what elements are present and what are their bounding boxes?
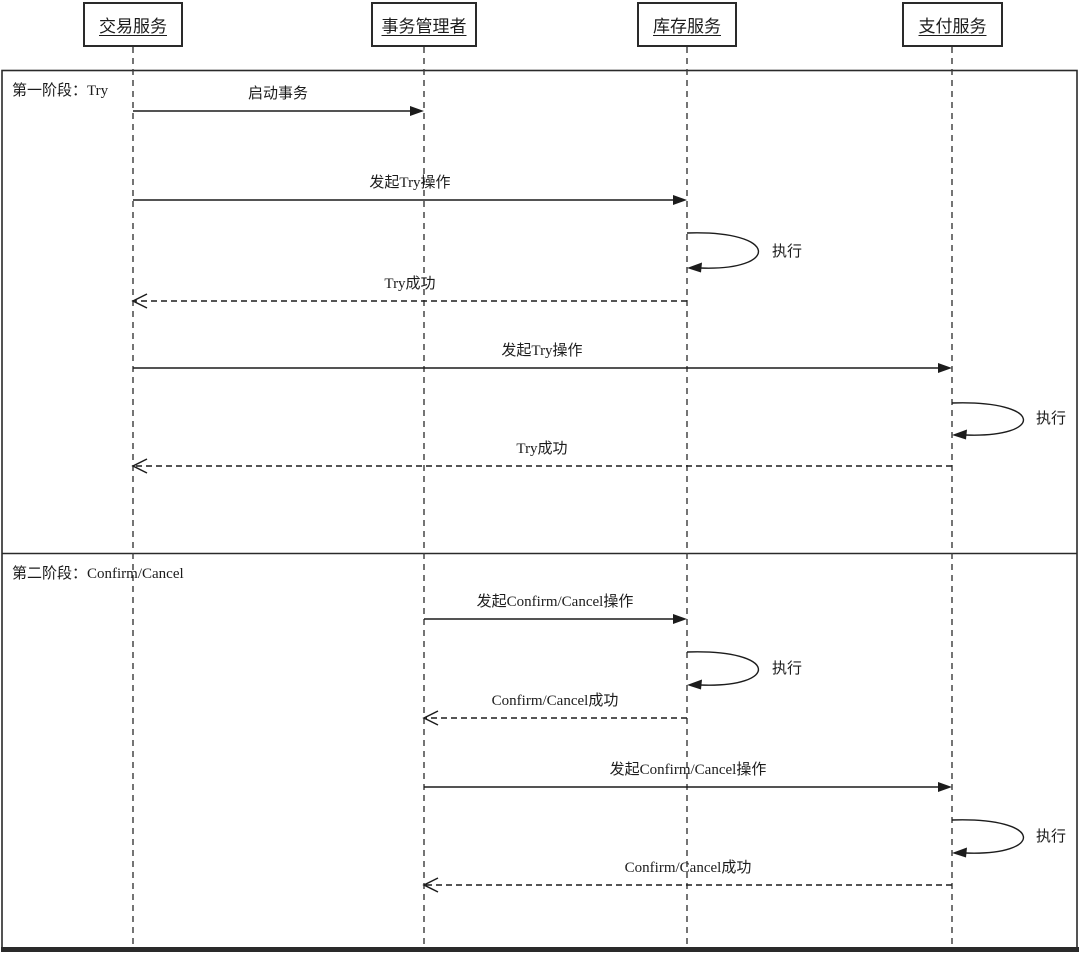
phase-1-label: 第一阶段：Try <box>12 83 109 99</box>
participant-label-transaction-manager: 事务管理者 <box>381 17 467 36</box>
participant-box-transaction-service[interactable]: 交易服务 <box>83 2 183 47</box>
message-9-label: Confirm/Cancel成功 <box>491 693 619 709</box>
participant-label-payment-service: 支付服务 <box>918 17 987 36</box>
phase-frame <box>1 69 1079 952</box>
message-12-arrow <box>422 877 952 893</box>
message-3-label: Try成功 <box>384 276 436 292</box>
message-2-self-loop <box>686 232 760 273</box>
message-5-label: 执行 <box>1036 411 1067 427</box>
message-12-label: Confirm/Cancel成功 <box>624 860 752 876</box>
participant-box-inventory-service[interactable]: 库存服务 <box>637 2 737 47</box>
message-11-self-loop <box>951 819 1025 858</box>
message-0-arrow <box>133 106 424 116</box>
message-0-label: 启动事务 <box>247 86 309 102</box>
phase-2-label: 第二阶段：Confirm/Cancel <box>12 566 184 582</box>
message-3-arrow <box>131 293 687 309</box>
participant-box-payment-service[interactable]: 支付服务 <box>902 2 1003 47</box>
message-7-label: 发起Confirm/Cancel操作 <box>476 594 634 610</box>
message-8-self-loop <box>686 651 760 690</box>
message-8-label: 执行 <box>772 661 803 677</box>
lifelines <box>132 47 953 947</box>
message-9-arrow <box>422 710 687 726</box>
participant-box-transaction-manager[interactable]: 事务管理者 <box>371 2 477 47</box>
message-10-arrow <box>424 782 952 792</box>
message-5-self-loop <box>951 402 1025 440</box>
message-6-arrow <box>131 458 952 474</box>
participant-label-inventory-service: 库存服务 <box>653 17 721 36</box>
message-7-arrow <box>424 614 687 624</box>
message-4-label: 发起Try操作 <box>501 343 583 359</box>
message-1-label: 发起Try操作 <box>369 175 451 191</box>
message-11-label: 执行 <box>1036 829 1067 845</box>
message-10-label: 发起Confirm/Cancel操作 <box>609 762 767 778</box>
participant-label-transaction-service: 交易服务 <box>99 17 167 36</box>
message-4-arrow <box>133 363 952 373</box>
message-6-label: Try成功 <box>516 441 568 457</box>
message-1-arrow <box>133 195 687 205</box>
message-2-label: 执行 <box>772 244 803 260</box>
